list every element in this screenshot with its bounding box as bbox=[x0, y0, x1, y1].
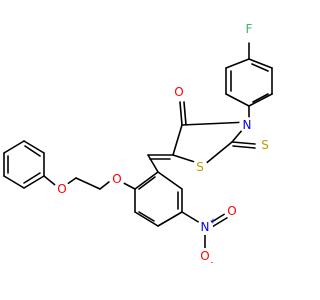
atom-label-bg bbox=[224, 203, 240, 219]
bond bbox=[23, 175, 45, 189]
nitro-single-oxygen-atom-label: O bbox=[200, 249, 209, 263]
bond bbox=[24, 145, 41, 157]
bond bbox=[134, 171, 159, 190]
bond bbox=[147, 154, 159, 173]
bond bbox=[251, 63, 269, 72]
bond bbox=[172, 124, 183, 156]
bond bbox=[3, 175, 25, 189]
bond bbox=[157, 211, 183, 227]
carbonyl-oxygen-atom-label: O bbox=[174, 85, 183, 99]
bond bbox=[75, 177, 101, 190]
nitro-nitrogen-charge: + bbox=[210, 217, 217, 226]
molecule-structure-diagram: F N S S O O O N + O - O bbox=[3, 21, 273, 267]
atom-label-bg bbox=[171, 84, 187, 100]
aryl-ether-oxygen-atom-label: O bbox=[112, 172, 121, 186]
fluorine-atom-label: F bbox=[246, 22, 253, 36]
bond bbox=[225, 93, 250, 107]
bond bbox=[138, 211, 155, 222]
bond bbox=[179, 101, 183, 126]
bond bbox=[232, 145, 256, 149]
bond bbox=[248, 93, 273, 107]
atom-label-bg bbox=[197, 219, 213, 235]
atom-label-bg bbox=[54, 181, 70, 197]
ring-sulfur-atom-label: S bbox=[196, 160, 204, 174]
bond bbox=[134, 211, 159, 227]
atom-label-bg bbox=[109, 171, 125, 187]
bond bbox=[183, 101, 187, 126]
atom-label-bg bbox=[192, 159, 208, 175]
bond bbox=[225, 58, 250, 69]
bond bbox=[252, 93, 269, 103]
bond bbox=[23, 140, 45, 154]
atom-label-bg bbox=[241, 21, 257, 37]
bond bbox=[181, 121, 250, 126]
atom-label-bg bbox=[257, 137, 273, 153]
bond bbox=[231, 141, 256, 145]
atom-label-bg bbox=[239, 117, 255, 133]
phenyl-ether-oxygen-atom-label: O bbox=[57, 182, 66, 196]
bond bbox=[138, 176, 156, 190]
bond bbox=[3, 140, 25, 154]
nitro-double-oxygen-atom-label: O bbox=[227, 204, 236, 218]
bond bbox=[23, 172, 41, 184]
ring-nitrogen-atom-label: N bbox=[243, 118, 252, 132]
atom-label-bg bbox=[197, 248, 213, 264]
nitro-oxygen-charge: - bbox=[211, 258, 214, 267]
bond bbox=[248, 58, 273, 69]
atom-labels: F N S S O O O N + O - O bbox=[54, 21, 273, 267]
thione-sulfur-atom-label: S bbox=[261, 138, 269, 152]
nitro-nitrogen-atom-label: N bbox=[201, 220, 210, 234]
bond bbox=[203, 141, 233, 166]
bond bbox=[157, 171, 183, 190]
